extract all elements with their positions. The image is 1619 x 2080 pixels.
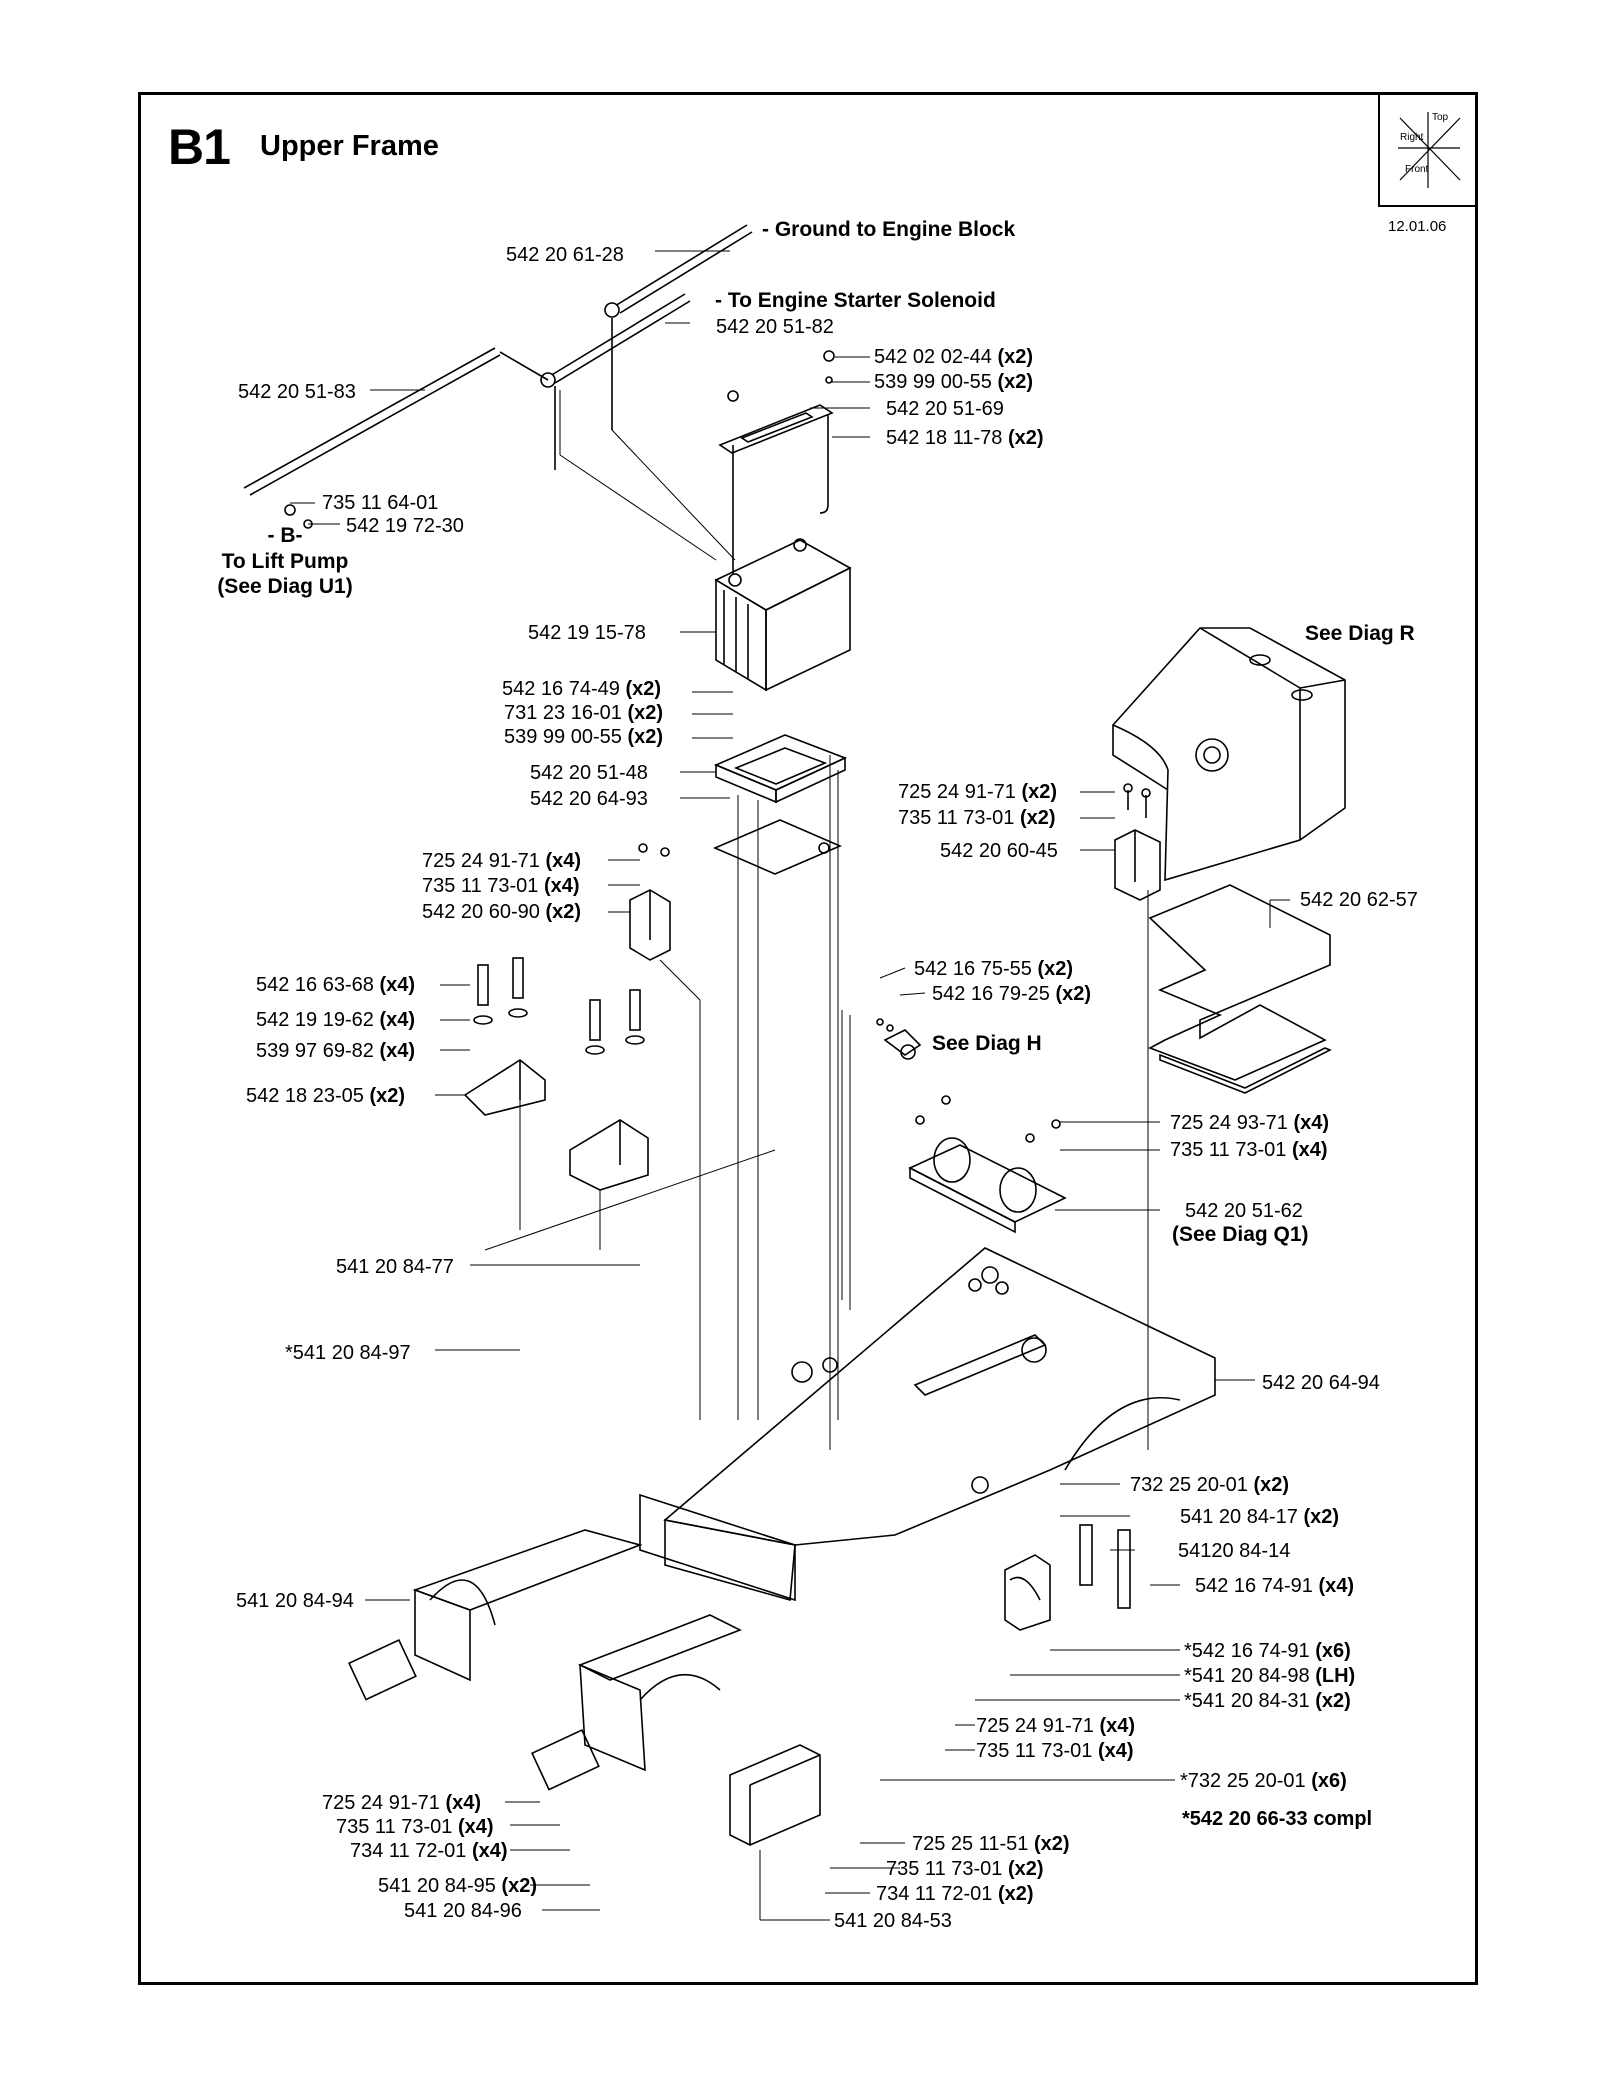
part-label: *541 20 84-97 <box>285 1342 411 1364</box>
part-label: 735 11 73-01 (x4) <box>422 875 580 897</box>
part-label: 542 20 64-93 <box>530 788 648 810</box>
tank-bracket <box>1114 783 1161 901</box>
part-label: 734 11 72-01 (x2) <box>876 1883 1034 1905</box>
part-label: 735 11 73-01 (x4) <box>1170 1139 1328 1161</box>
part-label: 542 16 63-68 (x4) <box>256 974 416 996</box>
battery-hold-down <box>718 350 835 575</box>
part-label: 542 20 51-69 <box>886 398 1004 420</box>
callout-compl-note: *542 20 66-33 compl <box>1182 1808 1373 1830</box>
part-label: 542 20 51-62 <box>1185 1200 1303 1222</box>
part-label: 541 20 84-77 <box>336 1256 454 1278</box>
diag-h-part <box>876 1018 922 1060</box>
part-label: 734 11 72-01 (x4) <box>350 1840 508 1862</box>
part-label: 541 20 84-94 <box>236 1590 354 1612</box>
battery-tray <box>712 734 848 875</box>
part-label: 542 19 72-30 <box>346 515 464 537</box>
part-label: 542 16 75-55 (x2) <box>914 958 1074 980</box>
part-label: 725 24 91-71 (x4) <box>976 1715 1136 1737</box>
part-label: 731 23 16-01 (x2) <box>504 702 664 724</box>
part-label: 539 99 00-55 (x2) <box>874 371 1034 393</box>
orientation-right: Right <box>1400 132 1424 143</box>
part-label: *541 20 84-31 (x2) <box>1184 1690 1351 1712</box>
part-label: 725 24 91-71 (x2) <box>898 781 1058 803</box>
callout-see-diag-u1: (See Diag U1) <box>217 575 353 598</box>
leader-lines <box>290 250 1290 1921</box>
part-label: 541 20 84-96 <box>404 1900 522 1922</box>
main-frame <box>663 1247 1216 1602</box>
orientation-front: Front <box>1405 164 1429 175</box>
tank-mount-plate <box>1148 884 1332 1094</box>
part-label: 542 20 60-45 <box>940 840 1058 862</box>
part-label: *542 16 74-91 (x6) <box>1184 1640 1351 1662</box>
part-label: 732 25 20-01 (x2) <box>1130 1474 1290 1496</box>
fuel-tank <box>1111 627 1346 882</box>
part-label: 542 20 62-57 <box>1300 889 1418 911</box>
part-label: 542 16 79-25 (x2) <box>932 983 1092 1005</box>
center-bracket <box>629 843 671 961</box>
part-label: 539 97 69-82 (x4) <box>256 1040 416 1062</box>
orientation-compass <box>1398 112 1461 188</box>
part-label: 725 24 91-71 (x4) <box>322 1792 482 1814</box>
part-label: 542 20 51-83 <box>238 381 356 403</box>
callout-see-diag-h: See Diag H <box>932 1032 1042 1055</box>
part-label: 541 20 84-95 (x2) <box>378 1875 538 1897</box>
part-label: 542 02 02-44 (x2) <box>874 346 1034 368</box>
battery <box>714 538 852 692</box>
part-label: 725 25 11-51 (x2) <box>912 1833 1070 1855</box>
callout-to-starter: - To Engine Starter Solenoid <box>715 289 996 312</box>
callout-ground-engine: - Ground to Engine Block <box>762 218 1016 241</box>
part-label: *732 25 20-01 (x6) <box>1180 1770 1347 1792</box>
part-label: 725 24 93-71 (x4) <box>1170 1112 1330 1134</box>
engine-mount-brackets <box>463 957 649 1191</box>
diagram-code: B1 <box>168 119 231 175</box>
part-label: 54120 84-14 <box>1178 1540 1291 1562</box>
part-label: 735 11 73-01 (x4) <box>336 1816 494 1838</box>
part-label: 542 20 60-90 (x2) <box>422 901 582 923</box>
part-label: 542 16 74-49 (x2) <box>502 678 662 700</box>
part-label: 542 18 23-05 (x2) <box>246 1085 406 1107</box>
part-label: 542 20 51-48 <box>530 762 648 784</box>
orientation-box <box>1378 95 1476 207</box>
part-label: 541 20 84-53 <box>834 1910 952 1932</box>
part-label: 725 24 91-71 (x4) <box>422 850 582 872</box>
part-label: 735 11 73-01 (x2) <box>886 1858 1044 1880</box>
part-label: 735 11 73-01 (x2) <box>898 807 1056 829</box>
right-side-brackets <box>1004 1524 1131 1631</box>
part-label: 735 11 73-01 (x4) <box>976 1740 1134 1762</box>
callout-b-marker: - B- <box>267 524 303 547</box>
part-label: 541 20 84-17 (x2) <box>1180 1506 1340 1528</box>
part-label: 539 99 00-55 (x2) <box>504 726 664 748</box>
part-label: 542 20 51-82 <box>716 316 834 338</box>
part-label: 542 20 61-28 <box>506 244 624 266</box>
diagram-date: 12.01.06 <box>1388 218 1447 235</box>
part-label: 542 19 19-62 (x4) <box>256 1009 416 1031</box>
part-label: *541 20 84-98 (LH) <box>1184 1665 1356 1687</box>
part-label: 542 19 15-78 <box>528 622 646 644</box>
diagram-title: Upper Frame <box>260 130 439 162</box>
battery-cables <box>243 224 753 529</box>
part-label: 735 11 64-01 <box>322 492 439 514</box>
engine-mount-assembly <box>908 1095 1067 1234</box>
side-channels <box>412 1493 821 1846</box>
part-label: 542 18 11-78 (x2) <box>886 427 1044 449</box>
callout-to-lift-pump: To Lift Pump <box>221 550 349 573</box>
callout-see-diag-q1: (See Diag Q1) <box>1172 1223 1309 1246</box>
diagram-frame <box>138 92 1478 1985</box>
plates <box>348 1638 600 1791</box>
alignment-lines <box>484 390 1149 1450</box>
orientation-top: Top <box>1432 112 1449 123</box>
part-label: 542 16 74-91 (x4) <box>1195 1575 1355 1597</box>
part-label: 542 20 64-94 <box>1262 1372 1380 1394</box>
callout-see-diag-r: See Diag R <box>1305 622 1415 645</box>
